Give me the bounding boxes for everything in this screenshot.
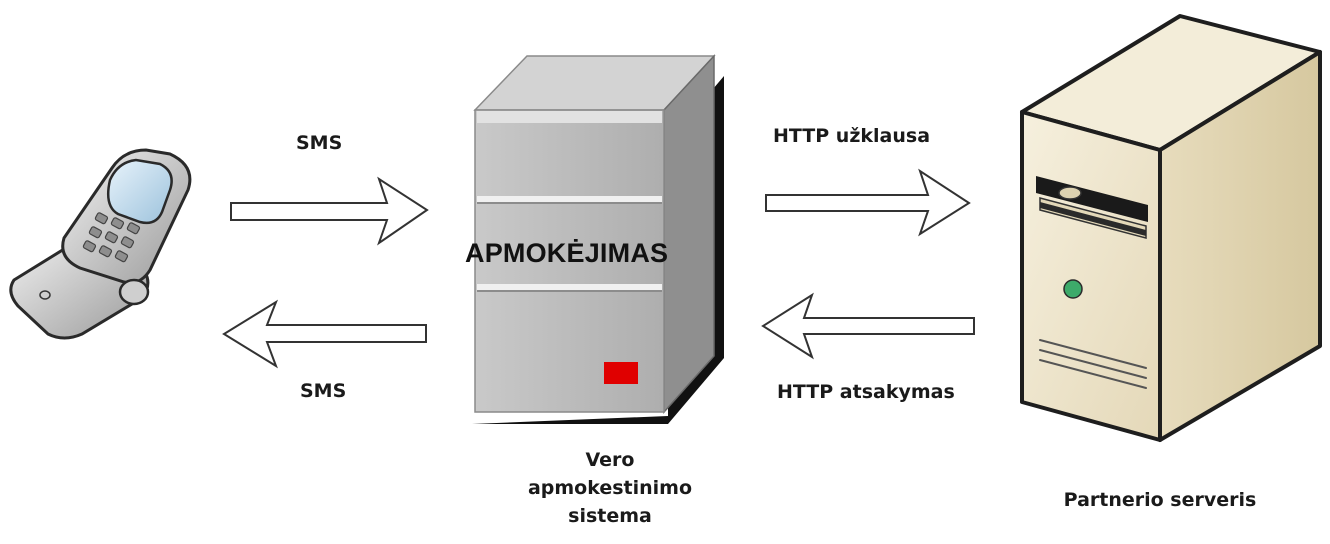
partner-server-icon (1020, 14, 1322, 442)
billing-caption-line1: Vero (585, 449, 635, 471)
http-request-arrow (765, 168, 971, 237)
billing-banner: APMOKĖJIMAS (465, 238, 669, 268)
billing-caption-line3: sistema (568, 505, 652, 527)
http-response-arrow (761, 292, 975, 360)
billing-caption-line2: apmokestinimo (527, 477, 693, 499)
http-response-label: HTTP atsakymas (777, 381, 955, 403)
mobile-phone-icon (9, 148, 192, 340)
http-request-label: HTTP užklausa (773, 125, 931, 147)
billing-caption: Vero apmokestinimo sistema (520, 446, 700, 530)
sms-out-arrow (222, 299, 427, 369)
sms-in-label: SMS (296, 132, 343, 154)
sms-in-arrow (230, 176, 429, 246)
power-led (1063, 279, 1083, 299)
billing-server-icon (472, 54, 724, 424)
partner-caption: Partnerio serveris (1063, 489, 1257, 511)
sms-out-label: SMS (300, 380, 347, 402)
status-led (604, 362, 638, 384)
